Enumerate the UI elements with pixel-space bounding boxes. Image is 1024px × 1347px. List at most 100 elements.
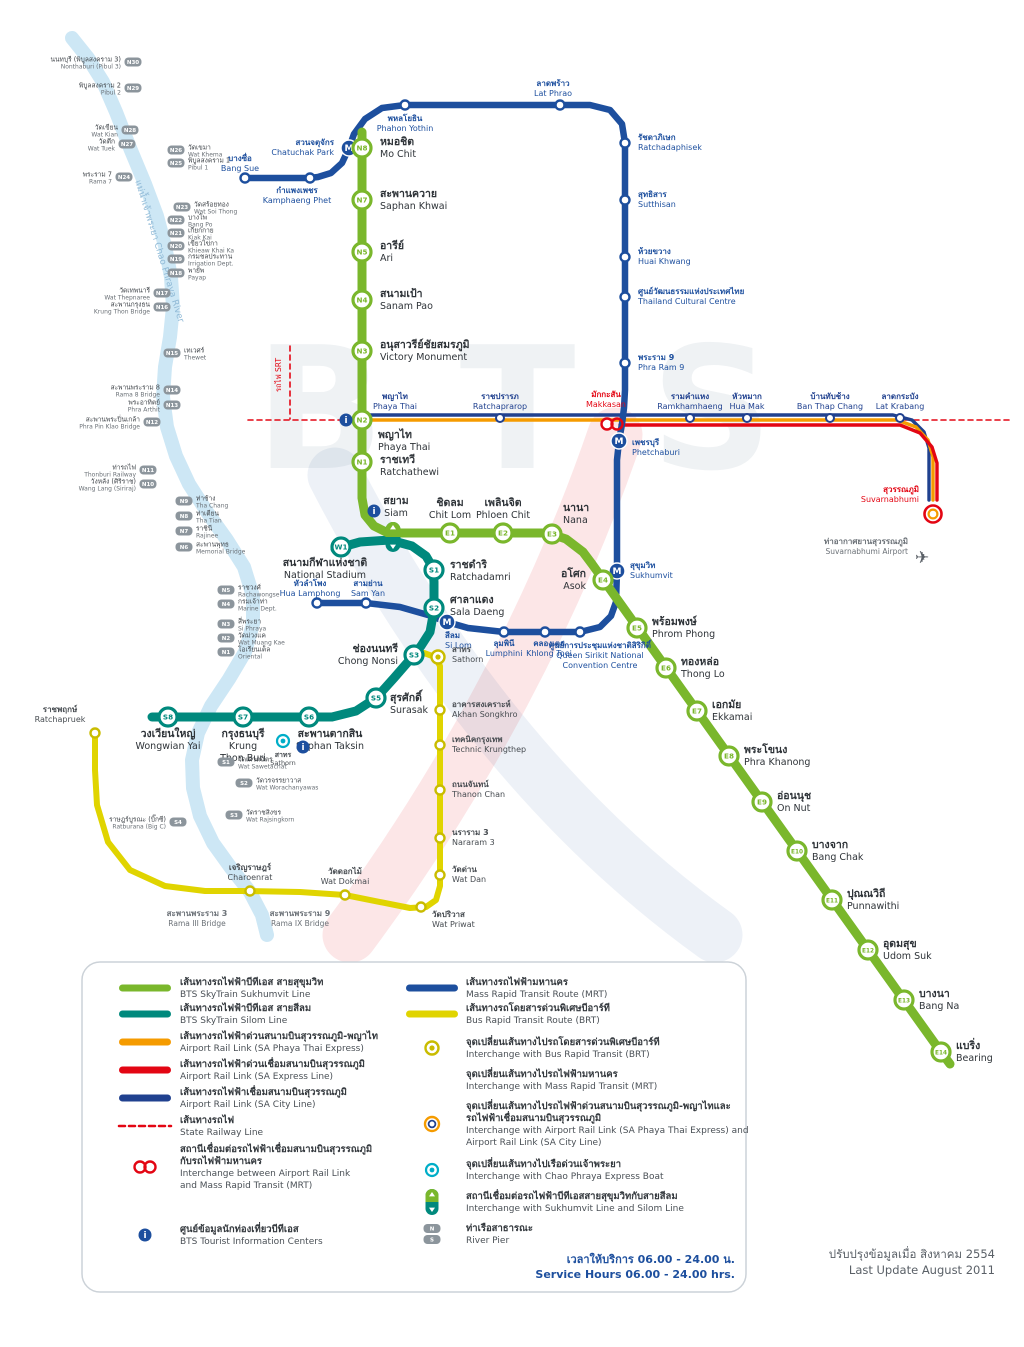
station-code: S8 [163,712,173,721]
station-Bang Sue [239,172,251,184]
service-hours-th: เวลาให้บริการ 06.00 - 24.00 น. [566,1253,735,1266]
legend-text-right-7: ท่าเรือสาธารณะ [466,1222,533,1234]
pier-badge [167,215,185,225]
station-label: วัดดอกไม้ [328,866,362,876]
station-code: N7 [356,195,367,204]
station-label: Ari [380,253,393,264]
pier-badge [143,417,161,427]
station-N4 [351,289,373,311]
station-label: Phloen Chit [476,510,530,521]
station-label: Saphan Khwai [380,201,447,212]
station-label: บางซื่อ [228,152,252,163]
pier-label: Rachawongse [238,592,280,599]
station-Ratchapruek [89,727,101,739]
station-Wat Dokmai [339,889,351,901]
pier-label: วัดม่วงแค [238,632,266,640]
pier-label: Wat Khema [188,152,223,159]
pier-badge [173,202,191,212]
pier-badge [121,125,139,135]
station-label: หัวลำโพง [294,578,327,588]
station-Khlong Toei [539,626,551,638]
station-label: เทคนิคกรุงเทพ [452,735,503,745]
pier-badge [167,145,185,155]
station-label: Hua Mak [730,402,765,411]
pier-label: Irrigation Dept. [188,261,234,268]
station-label: Phetchaburi [632,448,680,457]
station-label: พระโขนง [744,743,787,756]
mrt-interchange-icon: M [443,618,452,628]
station-Wat Priwat [415,901,427,913]
station-Ratchaprarop [495,413,505,423]
pier-badge [175,496,193,506]
service-hours: เวลาให้บริการ 06.00 - 24.00 น. Service H… [470,1252,735,1283]
station-Sam Yan [360,597,372,609]
station-Lat Phrao [554,99,566,111]
station-label: Hua Lamphong [280,589,341,598]
pier-label: Thewet [183,355,207,362]
legend-text-left-6: สถานีเชื่อมต่อรถไฟฟ้าเชื่อมสนามบินสุวรรณ… [180,1141,372,1156]
pier-badge [167,268,185,278]
station-code: E11 [826,898,838,904]
pier-label: Nonthaburi (Pibul 3) [61,64,121,71]
station-S5 [365,687,387,709]
annotation: สะพานพระราม 3 [167,909,228,918]
station-label: เพลินจิต [484,497,521,509]
station-Lumphini [498,626,510,638]
station-code: E6 [661,663,671,672]
station-label: Chong Nonsi [338,656,398,667]
pier-code: N1 [222,650,231,656]
pier-code: N21 [170,231,182,237]
station-label: Nana [563,515,588,526]
station-E1 [439,522,461,544]
boat-interchange-icon [280,738,286,744]
station-label: Khlong Toei [526,649,572,658]
pier-label: Tha Chang [195,503,229,510]
legend-text-right-1: Bus Rapid Transit Route (BRT) [466,1016,600,1026]
station-code: S6 [304,712,314,721]
station-label: อ่อนนุช [777,790,811,803]
legend-text-right-2: Interchange with Bus Rapid Transit (BRT) [466,1050,650,1060]
pier-label: Wat Rajsingkorn [246,817,295,824]
station-label: สุทธิสาร [638,190,667,200]
station-Akhan Songkhro [434,704,446,716]
pier-label: เกียกกาย [188,227,214,235]
station-label: บางนา [919,988,950,1000]
update-note-th: ปรับปรุงข้อมูลเมื่อ สิงหาคม 2554 [828,1247,995,1261]
pier-label: พิบูลสงคราม 2 [79,82,121,90]
legend-swatch-left-2 [119,1038,171,1046]
suvarnabhumi-terminus-icon [927,508,939,520]
mrt-interchange-icon [438,613,456,631]
pier-label: พิบูลสงคราม 1 [188,157,230,165]
legend-text-left-7: BTS Tourist Information Centers [180,1237,323,1247]
station-label: Convention Centre [563,661,638,670]
tourist-info-icon: i [372,507,375,517]
station-label: Sutthisan [638,200,676,209]
legend-text-left-6: and Mass Rapid Transit (MRT) [180,1181,312,1191]
station-label: Mo Chit [380,149,416,160]
tourist-info-icon [367,504,381,518]
line-arl-city [360,413,931,502]
pier-badge [118,139,136,149]
srt-label: รถไฟ SRT [274,358,283,392]
station-code: E14 [935,1050,947,1056]
station-label: Akhan Songkhro [452,710,518,719]
pier-badge [163,348,181,358]
station-label: สะพานตากสิน [298,728,364,740]
pier-code: N28 [124,128,136,134]
station-label: Wat Dokmai [321,877,370,886]
pier-label: วังหลัง (ศิริราช) [91,478,136,486]
station-label: Charoenrat [228,873,273,882]
station-label: Surasak [390,705,429,716]
station-Thailand Cultural Centre [619,291,631,303]
station-E2 [492,522,514,544]
pier-label: Wang Lang (Siriraj) [79,486,136,493]
pier-label: Ratburana (Big C) [112,824,166,831]
station-E3 [541,523,563,545]
tourist-info-icon [296,740,310,754]
pier-label: Wat Thepnaree [104,295,150,302]
station-label: Ekkamai [712,712,752,723]
station-label: Phra Khanong [744,757,810,768]
pier-badge [217,757,235,767]
pier-label: วัดราชสิงขร [246,809,281,817]
